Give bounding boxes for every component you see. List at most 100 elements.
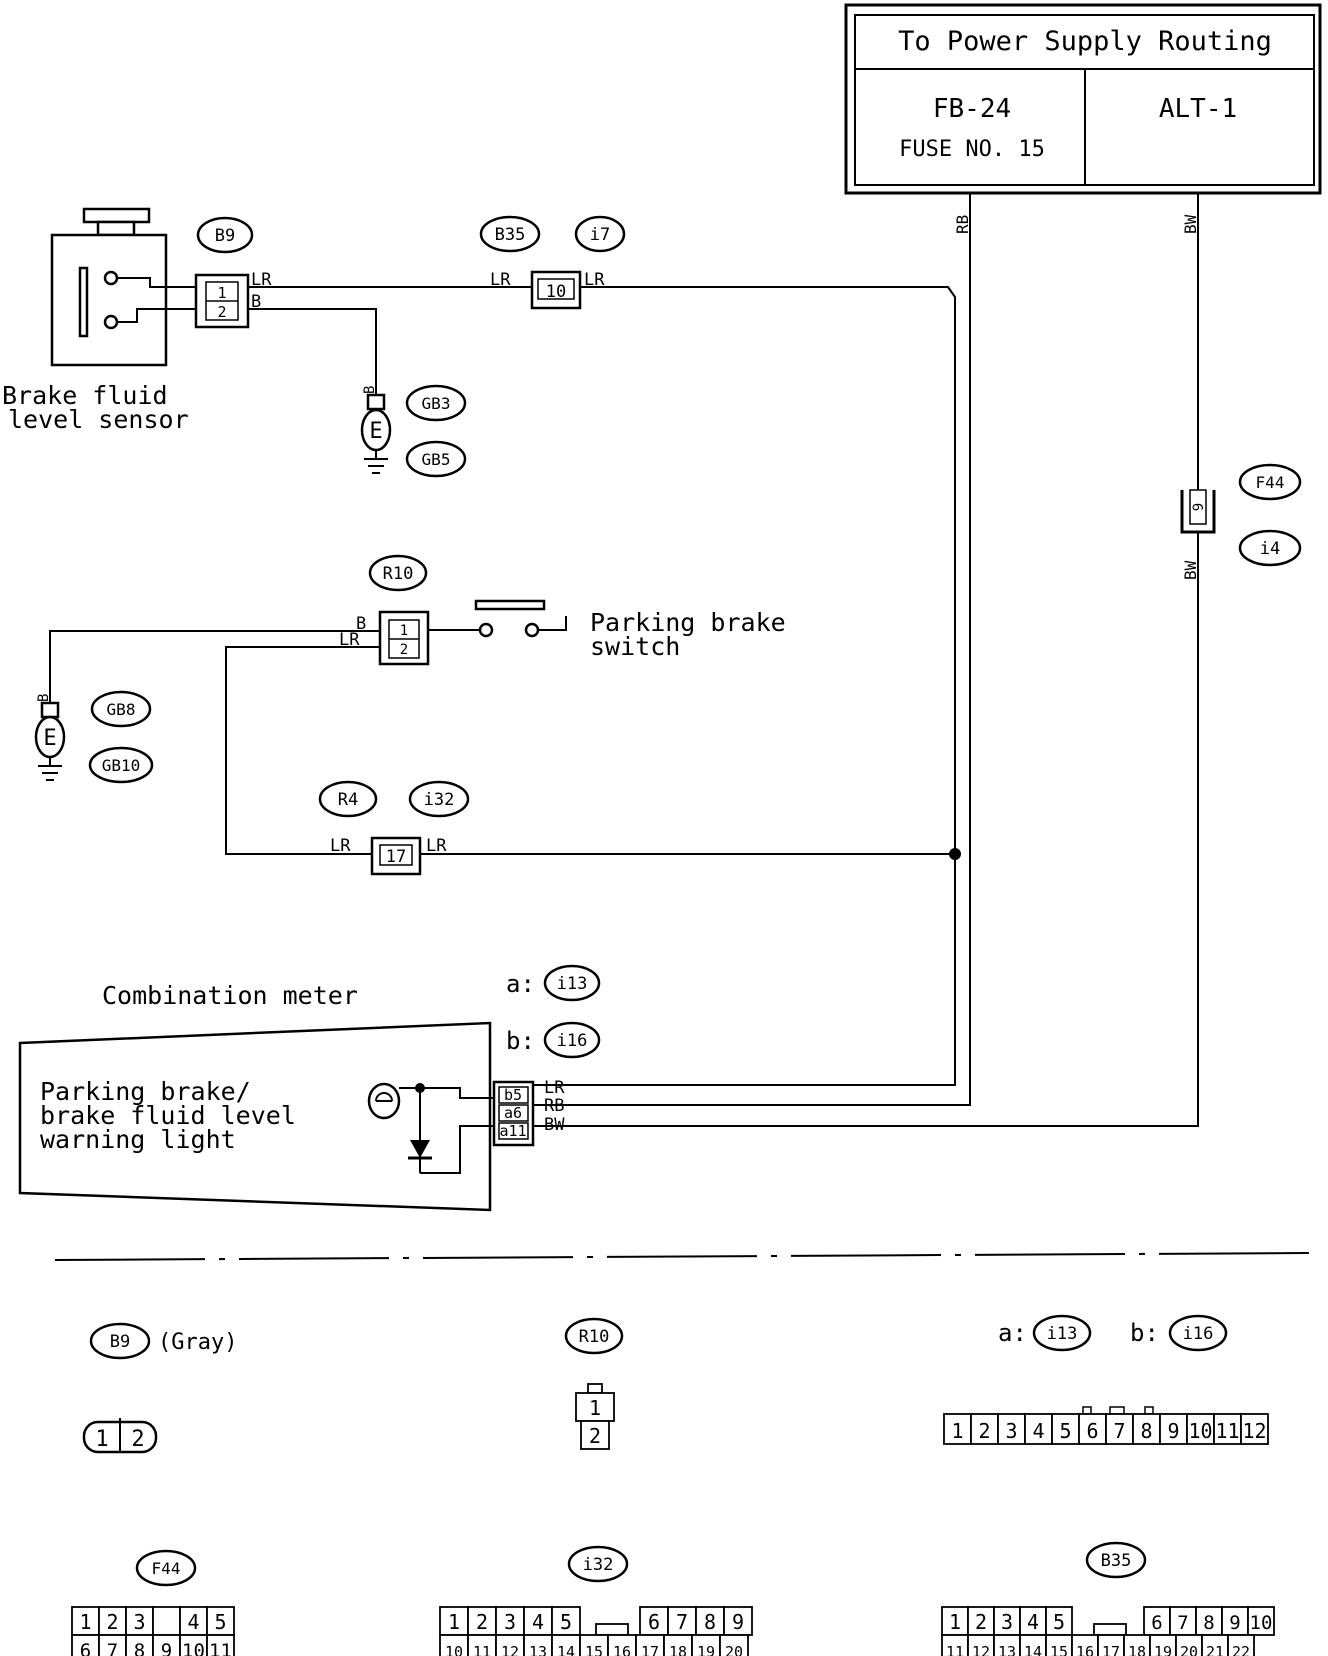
legend-i32-pin-label: 16 [613,1643,631,1656]
legend-f44-pin-cell [152,1606,181,1636]
legend-f44-pin-label: 5 [214,1610,226,1634]
wire-junction [949,848,961,860]
legend-i32-pin-label: 13 [529,1643,547,1656]
f44-i4-connector: 9 F44 i4 [1180,463,1302,567]
i7-id: i7 [590,225,610,245]
legend-b35-pin-cell [1019,1606,1047,1636]
r10-pin-2: 2 [400,642,408,658]
combination-meter: Combination meter a: i13 b: i16 Parking … [18,964,601,1212]
legend-b35-pin-label: 1 [949,1610,961,1634]
wire-code-b-b9: B [251,292,261,312]
legend-r10-pin-cell [575,1392,615,1422]
legend-f44-pin-label: 1 [79,1610,91,1634]
legend-b35-pin-label: 16 [1076,1643,1094,1656]
legend-i13-pin-cell [1132,1413,1161,1445]
legend-i13-pin-cell [1186,1413,1215,1445]
legend-i32-pin-label: 18 [669,1643,687,1656]
legend-i32-pin-label: 10 [445,1643,463,1656]
wire-code-b-gb8: B [36,694,52,702]
legend-b35-pin-label: 20 [1180,1643,1198,1656]
legend-i32-pin-label: 9 [732,1610,744,1634]
b9-pin-2: 2 [217,303,226,321]
meter-pin-a6: a6 [504,1104,522,1122]
gb8-id: GB8 [107,700,136,719]
r10-pin-1: 1 [400,623,408,639]
combination-meter-label: Combination meter [102,981,358,1010]
legend-f44-pin-label: 3 [133,1610,145,1634]
legend-i32-pin-label: 8 [704,1610,716,1634]
legend-f44-pin-label: 4 [187,1610,199,1634]
ground-gb3-gb5: E GB3 GB5 [360,384,467,478]
legend-b35-pin-label: 3 [1001,1610,1013,1634]
ground-symbol-e: E [369,419,382,444]
legend-b35-pin-label: 9 [1229,1612,1240,1634]
legend-i32-pin-label: 7 [676,1610,688,1634]
legend-b35-pin-label: 12 [972,1643,990,1656]
wire-code-labels: RB BW BW LR B LR LR B B LR B LR LR LR RB… [36,214,1200,1135]
b35-id: B35 [495,225,526,245]
wire-code-lr-r4-right: LR [426,836,447,856]
legend-b35-pin-label: 13 [998,1643,1016,1656]
gb3-id: GB3 [422,394,451,413]
legend-i13-pin-cell [997,1413,1026,1445]
legend-i32-pin-label: 15 [585,1643,603,1656]
legend-r10-id: R10 [579,1327,610,1347]
legend-i13-pin-cell [1240,1413,1269,1445]
legend-b35-pin-label: 2 [975,1610,987,1634]
legend-f44-pin-label: 7 [107,1640,118,1656]
wire-code-lr-b35-left: LR [490,270,511,290]
legend-i32-pin-label: 2 [476,1610,488,1634]
meter-prefix-a: a: [506,970,535,998]
legend-i32-pin-label: 14 [557,1643,575,1656]
b9-id: B9 [215,226,235,246]
legend-b35-pin-label: 5 [1053,1610,1065,1634]
legend-i32-pin-cell [551,1606,581,1636]
b9-connector: 1 2 B9 [194,216,254,329]
legend-b35-pin-label: 11 [946,1643,964,1656]
brake-fluid-sensor-label-1: Brake fluid [2,381,168,410]
parking-switch-label-1: Parking brake [590,608,786,637]
f44-pin-9: 9 [1191,503,1207,511]
section-divider [54,1252,1311,1261]
legend-b35-pin-label: 15 [1050,1643,1068,1656]
legend-i13-pin-label: 9 [1167,1419,1179,1443]
legend-b35-pin-label: 6 [1151,1612,1162,1634]
wire-code-lr-r10: LR [339,630,360,650]
parking-switch-label-2: switch [590,632,680,661]
legend-b35-pin-label: 17 [1102,1643,1120,1656]
legend-f44-pin-cell [206,1634,235,1656]
ground-gb8-gb10: E GB8 GB10 [34,690,154,784]
legend-b35-pin-label: 4 [1027,1610,1039,1634]
legend-i32-pin-label: 12 [501,1643,519,1656]
legend-b35-pin-label: 7 [1177,1612,1188,1634]
legend-b35-pin-label: 19 [1154,1643,1172,1656]
legend-i13-pin-label: 3 [1005,1419,1017,1443]
legend-f44-pin-label: 9 [161,1640,172,1656]
fuse-block-label: FB-24 [933,94,1011,124]
legend-i32-pin-label: 1 [448,1610,460,1634]
r4-i32-connector: 17 R4 i32 [318,780,470,876]
legend-r10-pin-cell [580,1420,610,1450]
i16-id: i16 [557,1031,588,1051]
legend-b35-pin-label: 22 [1232,1643,1250,1656]
meter-pin-b5: b5 [504,1086,522,1104]
power-supply-box: To Power Supply Routing FB-24 FUSE NO. 1… [844,3,1322,195]
legend-b35-id: B35 [1101,1551,1132,1571]
i13-id: i13 [557,974,588,994]
legend-i32-pin-cell [639,1606,669,1636]
wire-code-bw-meter: BW [544,1115,565,1135]
legend-i13-pin-cell [943,1413,972,1445]
b35-i7-connector: 10 B35 i7 [479,215,626,310]
legend-prefix-a: a: [998,1319,1027,1347]
legend-b35-pin-cell [1227,1634,1255,1656]
legend-i13-pin-cell [1213,1413,1242,1445]
wire-code-bw: BW [1181,214,1200,234]
gb5-id: GB5 [422,450,451,469]
legend-i13-pin-label: 12 [1242,1419,1266,1443]
wires [49,193,1199,1127]
legend-b35-pin-label: 18 [1128,1643,1146,1656]
r10-id: R10 [383,564,414,584]
legend-i32-pin-label: 20 [725,1643,743,1656]
